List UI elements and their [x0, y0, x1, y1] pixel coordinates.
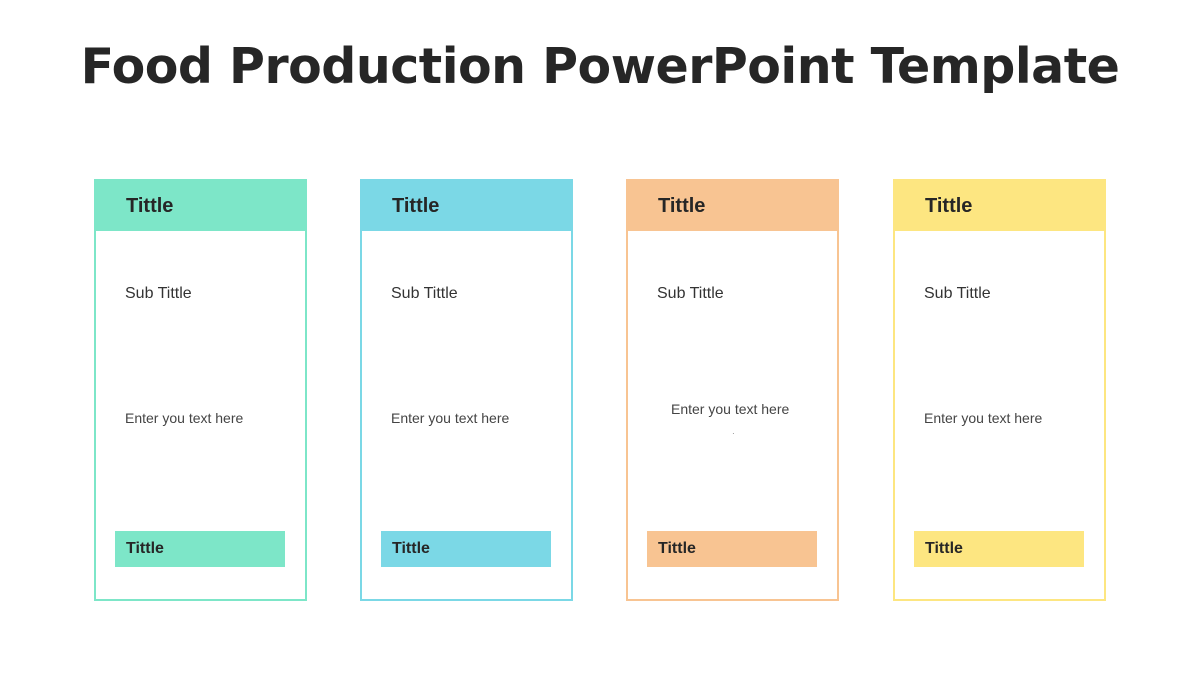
card-footer: Tittle [381, 531, 551, 567]
card-header-title: Tittle [126, 195, 174, 217]
card-header: Tittle [895, 181, 1104, 231]
card-footer-title: Tittle [392, 540, 430, 557]
card-footer: Tittle [647, 531, 817, 567]
card-header: Tittle [628, 181, 837, 231]
card-subtitle: Sub Tittle [924, 285, 991, 302]
card-footer-title: Tittle [925, 540, 963, 557]
card-header: Tittle [362, 181, 571, 231]
card-3: Tittle Sub Tittle Enter you text here · … [626, 179, 839, 601]
card-subtitle: Sub Tittle [125, 285, 192, 302]
card-body-text: Enter you text here [924, 410, 1043, 426]
card-body-text: Enter you text here [391, 410, 510, 426]
card-body-text: Enter you text here [125, 410, 244, 426]
card-subtitle: Sub Tittle [391, 285, 458, 302]
card-1: Tittle Sub Tittle Enter you text here Ti… [94, 179, 307, 601]
card-header-title: Tittle [925, 195, 973, 217]
card-body-text: Enter you text here [671, 401, 790, 417]
card-2: Tittle Sub Tittle Enter you text here Ti… [360, 179, 573, 601]
card-header-title: Tittle [658, 195, 706, 217]
card-header: Tittle [96, 181, 305, 231]
card-footer: Tittle [115, 531, 285, 567]
card-footer-title: Tittle [658, 540, 696, 557]
card-footer: Tittle [914, 531, 1084, 567]
card-4: Tittle Sub Tittle Enter you text here Ti… [893, 179, 1106, 601]
slide-title: Food Production PowerPoint Template [80, 38, 1120, 95]
card-subtitle: Sub Tittle [657, 285, 724, 302]
card-footer-title: Tittle [126, 540, 164, 557]
card-header-title: Tittle [392, 195, 440, 217]
stray-dot: · [732, 429, 735, 438]
